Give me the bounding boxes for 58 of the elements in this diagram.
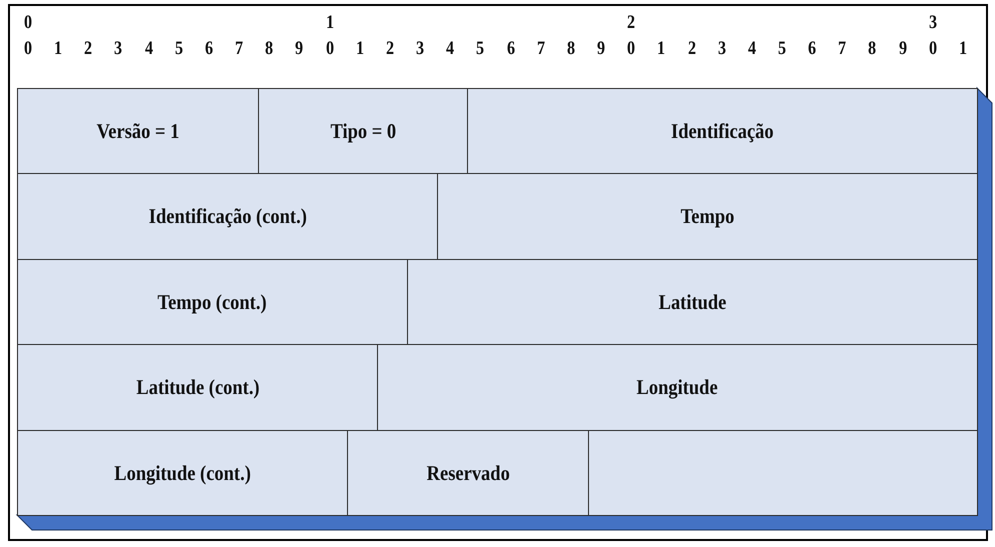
field-label: Versão = 1 xyxy=(96,118,180,144)
bit-number: 8 xyxy=(868,38,876,60)
bit-number: 3 xyxy=(928,12,937,34)
field-box xyxy=(17,259,408,345)
bit-number: 1 xyxy=(356,38,364,60)
bit-number: 0 xyxy=(627,38,636,60)
bit-number: 9 xyxy=(295,38,304,60)
bit-number: 1 xyxy=(326,12,334,34)
field-box xyxy=(17,430,348,516)
bit-number: 0 xyxy=(24,12,32,34)
bit-number: 3 xyxy=(718,38,726,60)
field-box xyxy=(17,173,438,260)
bit-number: 8 xyxy=(566,38,575,60)
field-label: Tipo = 0 xyxy=(330,118,396,144)
bit-number: 4 xyxy=(446,38,454,60)
bit-number: 2 xyxy=(84,38,92,60)
bit-number: 9 xyxy=(898,38,907,60)
bit-number: 5 xyxy=(778,38,786,60)
field-box xyxy=(407,259,978,345)
field-label: Identificação xyxy=(671,118,774,144)
bit-number: 2 xyxy=(386,38,394,60)
field-label: Longitude xyxy=(636,375,718,400)
field-label: Tempo (cont.) xyxy=(158,290,268,314)
field-label: Latitude xyxy=(658,290,726,314)
field-label: Latitude (cont.) xyxy=(136,375,260,400)
field-label: Identificação (cont.) xyxy=(148,204,307,229)
bit-number: 5 xyxy=(476,38,484,60)
bit-number: 0 xyxy=(24,38,32,60)
bit-number: 4 xyxy=(144,38,153,60)
bit-number: 3 xyxy=(114,38,122,60)
field-box xyxy=(437,173,978,260)
bit-number: 5 xyxy=(174,38,183,60)
bit-number: 8 xyxy=(265,38,274,60)
bit-number: 4 xyxy=(748,38,756,60)
bit-number: 1 xyxy=(54,38,62,60)
bit-number: 1 xyxy=(958,38,967,60)
bit-number: 7 xyxy=(838,38,846,60)
bit-number: 1 xyxy=(657,38,666,60)
bit-number: 2 xyxy=(627,12,636,34)
field-box xyxy=(467,88,978,174)
bit-number: 9 xyxy=(597,38,606,60)
bit-number: 6 xyxy=(808,38,816,60)
bit-number: 2 xyxy=(687,38,696,60)
field-box xyxy=(377,344,978,431)
field-box xyxy=(258,88,468,174)
bit-number: 7 xyxy=(536,38,545,60)
bit-number: 0 xyxy=(928,38,937,60)
bit-number: 3 xyxy=(416,38,424,60)
field-box xyxy=(17,88,259,174)
bit-number: 0 xyxy=(326,38,334,60)
field-box xyxy=(17,344,378,431)
bit-number: 6 xyxy=(506,38,515,60)
field-label: Reservado xyxy=(426,460,510,486)
bit-number: 6 xyxy=(204,38,213,60)
field-label: Tempo xyxy=(680,204,734,229)
field-label: Longitude (cont.) xyxy=(114,460,251,486)
field-box xyxy=(347,430,589,516)
bit-number: 7 xyxy=(235,38,244,60)
